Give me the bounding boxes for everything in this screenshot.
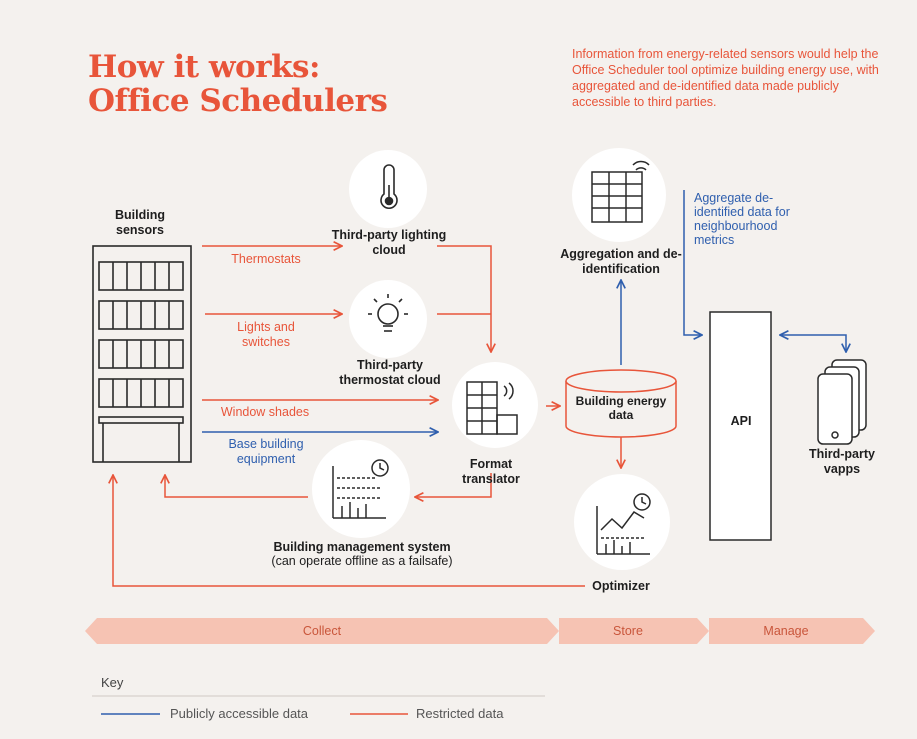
key-public-label: Publicly accessible data [170,706,309,721]
grid-wifi-icon [591,160,650,223]
key-restricted-label: Restricted data [416,706,504,721]
server-icon [466,381,518,435]
building-sensors-label: Building sensors [115,208,165,237]
key-title: Key [101,675,124,690]
bms-node [312,440,410,538]
api-label: API [730,414,752,428]
building-icon [92,245,192,463]
lighting-cloud-node [349,150,427,228]
format-translator-label: Format translator [462,457,520,486]
bms-subtitle: (can operate offline as a failsafe) [271,554,453,568]
aggregation-label: Aggregation and de-identification [560,247,682,276]
thermometer-icon [380,164,398,209]
title-line-1: How it works: [88,49,320,85]
optimizer-chart-icon [596,493,651,555]
base-equipment-label: Base building equipment [228,437,304,466]
thermostat-cloud-label: Third-party thermostat cloud [339,358,441,387]
thermostats-label: Thermostats [231,252,301,266]
bms-title: Building management system [273,540,451,554]
phones-icon [817,359,867,445]
stage-manage: Manage [709,618,863,644]
lights-label: Lights and switches [237,320,295,349]
energy-data-label: Building energy data [575,394,667,422]
aggregate-note: Aggregate de-identified data for neighbo… [694,191,790,247]
window-shades-label: Window shades [220,405,310,419]
intro-text: Information from energy-related sensors … [572,47,879,109]
page-title: How it works: Office Schedulers [88,49,388,119]
vapps-label: Third-party vapps [809,447,875,476]
database-icon [565,369,677,438]
api-box [709,311,772,541]
aggregation-node [572,148,666,242]
lightbulb-icon [368,294,408,332]
stage-collect: Collect [97,618,547,644]
bms-chart-icon [332,459,389,519]
optimizer-label: Optimizer [592,579,650,593]
stage-store: Store [559,618,697,644]
thermostat-cloud-node [349,280,427,358]
lighting-cloud-label: Third-party lighting cloud [331,228,447,257]
title-line-2: Office Schedulers [88,83,388,119]
